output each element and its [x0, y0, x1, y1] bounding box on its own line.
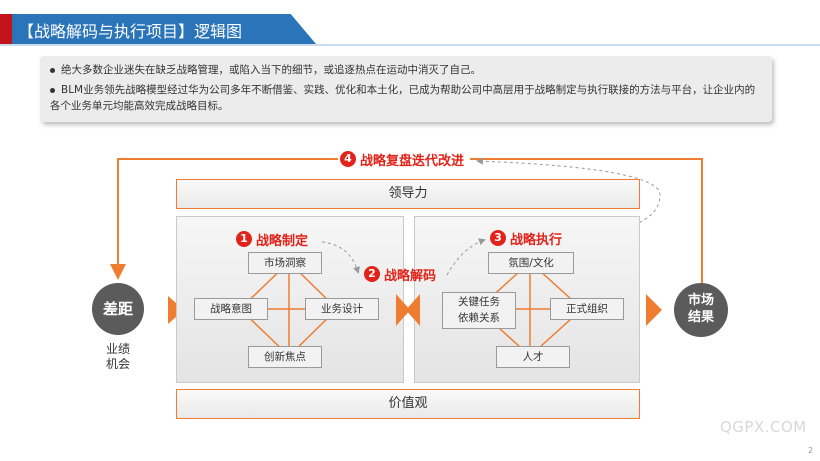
step-1-badge: 1	[236, 231, 252, 247]
title-divider	[0, 44, 820, 46]
node-talent: 人才	[496, 346, 570, 368]
leadership-bar: 领导力	[176, 179, 640, 209]
market-result-circle: 市场 结果	[674, 283, 728, 337]
title-banner	[0, 14, 316, 44]
bullet-item-2: BLM业务领先战略模型经过华为公司多年不断借鉴、实践、优化和本土化，已成为帮助公…	[50, 82, 765, 114]
market-result-line1: 市场	[687, 293, 714, 308]
market-result-line2: 结果	[687, 310, 714, 325]
node-business-design: 业务设计	[305, 298, 379, 320]
step-3-badge: 3	[490, 230, 506, 246]
chevron-right-icon	[646, 294, 662, 326]
gap-sublabel-performance: 业绩	[105, 342, 130, 356]
step-4-label: 战略复盘迭代改进	[360, 154, 465, 169]
node-innovation-focus: 创新焦点	[248, 346, 322, 368]
bullet-box: 绝大多数企业迷失在缺乏战略管理，或陷入当下的细节，或追逐热点在运动中消灭了自己。…	[40, 56, 772, 122]
step-4-badge: 4	[340, 151, 356, 167]
feedback-loop-line-left	[110, 158, 338, 280]
page-number: 2	[808, 446, 814, 455]
node-formal-organization: 正式组织	[550, 298, 624, 320]
node-critical-tasks: 关键任务 依赖关系	[442, 292, 516, 329]
node-critical-tasks-line1: 关键任务	[458, 296, 500, 308]
step-2-badge: 2	[364, 266, 380, 282]
gap-circle: 差距	[92, 283, 144, 335]
gap-sublabel-opportunity: 机会	[105, 357, 130, 371]
node-market-insight: 市场洞察	[248, 252, 322, 274]
page-title: 【战略解码与执行项目】逻辑图	[18, 22, 243, 41]
values-bar: 价值观	[176, 389, 640, 419]
node-critical-tasks-line2: 依赖关系	[458, 312, 500, 324]
bullet-text-1: 绝大多数企业迷失在缺乏战略管理，或陷入当下的细节，或追逐热点在运动中消灭了自己。	[61, 64, 481, 76]
bullet-dot-icon	[50, 67, 55, 73]
step-2-label: 战略解码	[384, 269, 437, 284]
node-climate-culture: 氛围/文化	[488, 252, 574, 274]
title-accent-bar	[0, 14, 12, 44]
bullet-item-1: 绝大多数企业迷失在缺乏战略管理，或陷入当下的细节，或追逐热点在运动中消灭了自己。	[50, 62, 765, 78]
step-3-label: 战略执行	[510, 233, 563, 248]
node-strategic-intent: 战略意图	[194, 298, 268, 320]
step-1-label: 战略制定	[256, 234, 309, 249]
bullet-text-2: BLM业务领先战略模型经过华为公司多年不断借鉴、实践、优化和本土化，已成为帮助公…	[50, 84, 756, 112]
bullet-dot-icon	[50, 87, 55, 93]
feedback-loop-line	[470, 158, 703, 296]
watermark: QGPX.COM	[720, 418, 807, 436]
gap-sublabel: 业绩 机会	[92, 342, 144, 372]
